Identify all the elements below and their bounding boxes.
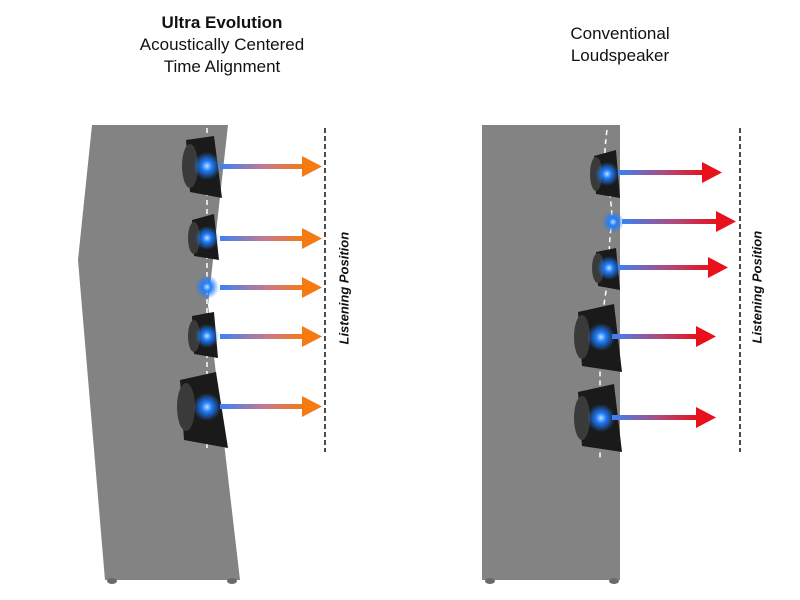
left-arrowhead-1 (302, 156, 322, 177)
left-driver-4 (188, 312, 219, 358)
right-arrowhead-4 (696, 326, 716, 347)
right-driver-1 (590, 150, 620, 198)
left-arrowhead-3 (302, 277, 322, 298)
right-arrowhead-5 (696, 407, 716, 428)
right-arrowhead-2 (716, 211, 736, 232)
left-arrow-3 (220, 285, 304, 290)
left-arrows (220, 156, 322, 417)
left-driver-2 (188, 214, 219, 260)
left-arrowhead-4 (302, 326, 322, 347)
left-arrow-5 (220, 404, 304, 409)
right-arrow-2 (622, 219, 718, 224)
right-driver-2 (602, 211, 624, 233)
right-arrow-5 (612, 415, 698, 420)
right-driver-3 (592, 248, 621, 290)
left-subtitle-line1: Acoustically Centered (139, 35, 305, 54)
right-title-block: Conventional Loudspeaker (500, 23, 740, 67)
right-arrow-1 (618, 170, 704, 175)
right-listening-position-label: Listening Position (749, 230, 765, 344)
right-title-line2: Loudspeaker (570, 46, 670, 65)
left-title: Ultra Evolution (161, 13, 283, 32)
left-arrow-2 (220, 236, 304, 241)
right-arrows (612, 162, 736, 428)
left-arrowhead-5 (302, 396, 322, 417)
right-arrowhead-1 (702, 162, 722, 183)
right-title-line1: Conventional (570, 24, 670, 43)
left-arrow-4 (220, 334, 304, 339)
right-arrow-4 (612, 334, 698, 339)
right-arrow-3 (618, 265, 710, 270)
left-arrowhead-2 (302, 228, 322, 249)
left-title-block: Ultra Evolution Acoustically Centered Ti… (102, 12, 342, 78)
left-listening-position-label: Listening Position (336, 231, 352, 345)
right-arrowhead-3 (708, 257, 728, 278)
left-driver-5 (177, 372, 228, 448)
right-driver-5 (574, 384, 622, 452)
left-subtitle-line2: Time Alignment (163, 57, 281, 76)
left-driver-1 (182, 136, 222, 198)
left-arrow-1 (220, 164, 304, 169)
left-driver-3 (195, 275, 219, 299)
right-driver-4 (574, 304, 622, 372)
